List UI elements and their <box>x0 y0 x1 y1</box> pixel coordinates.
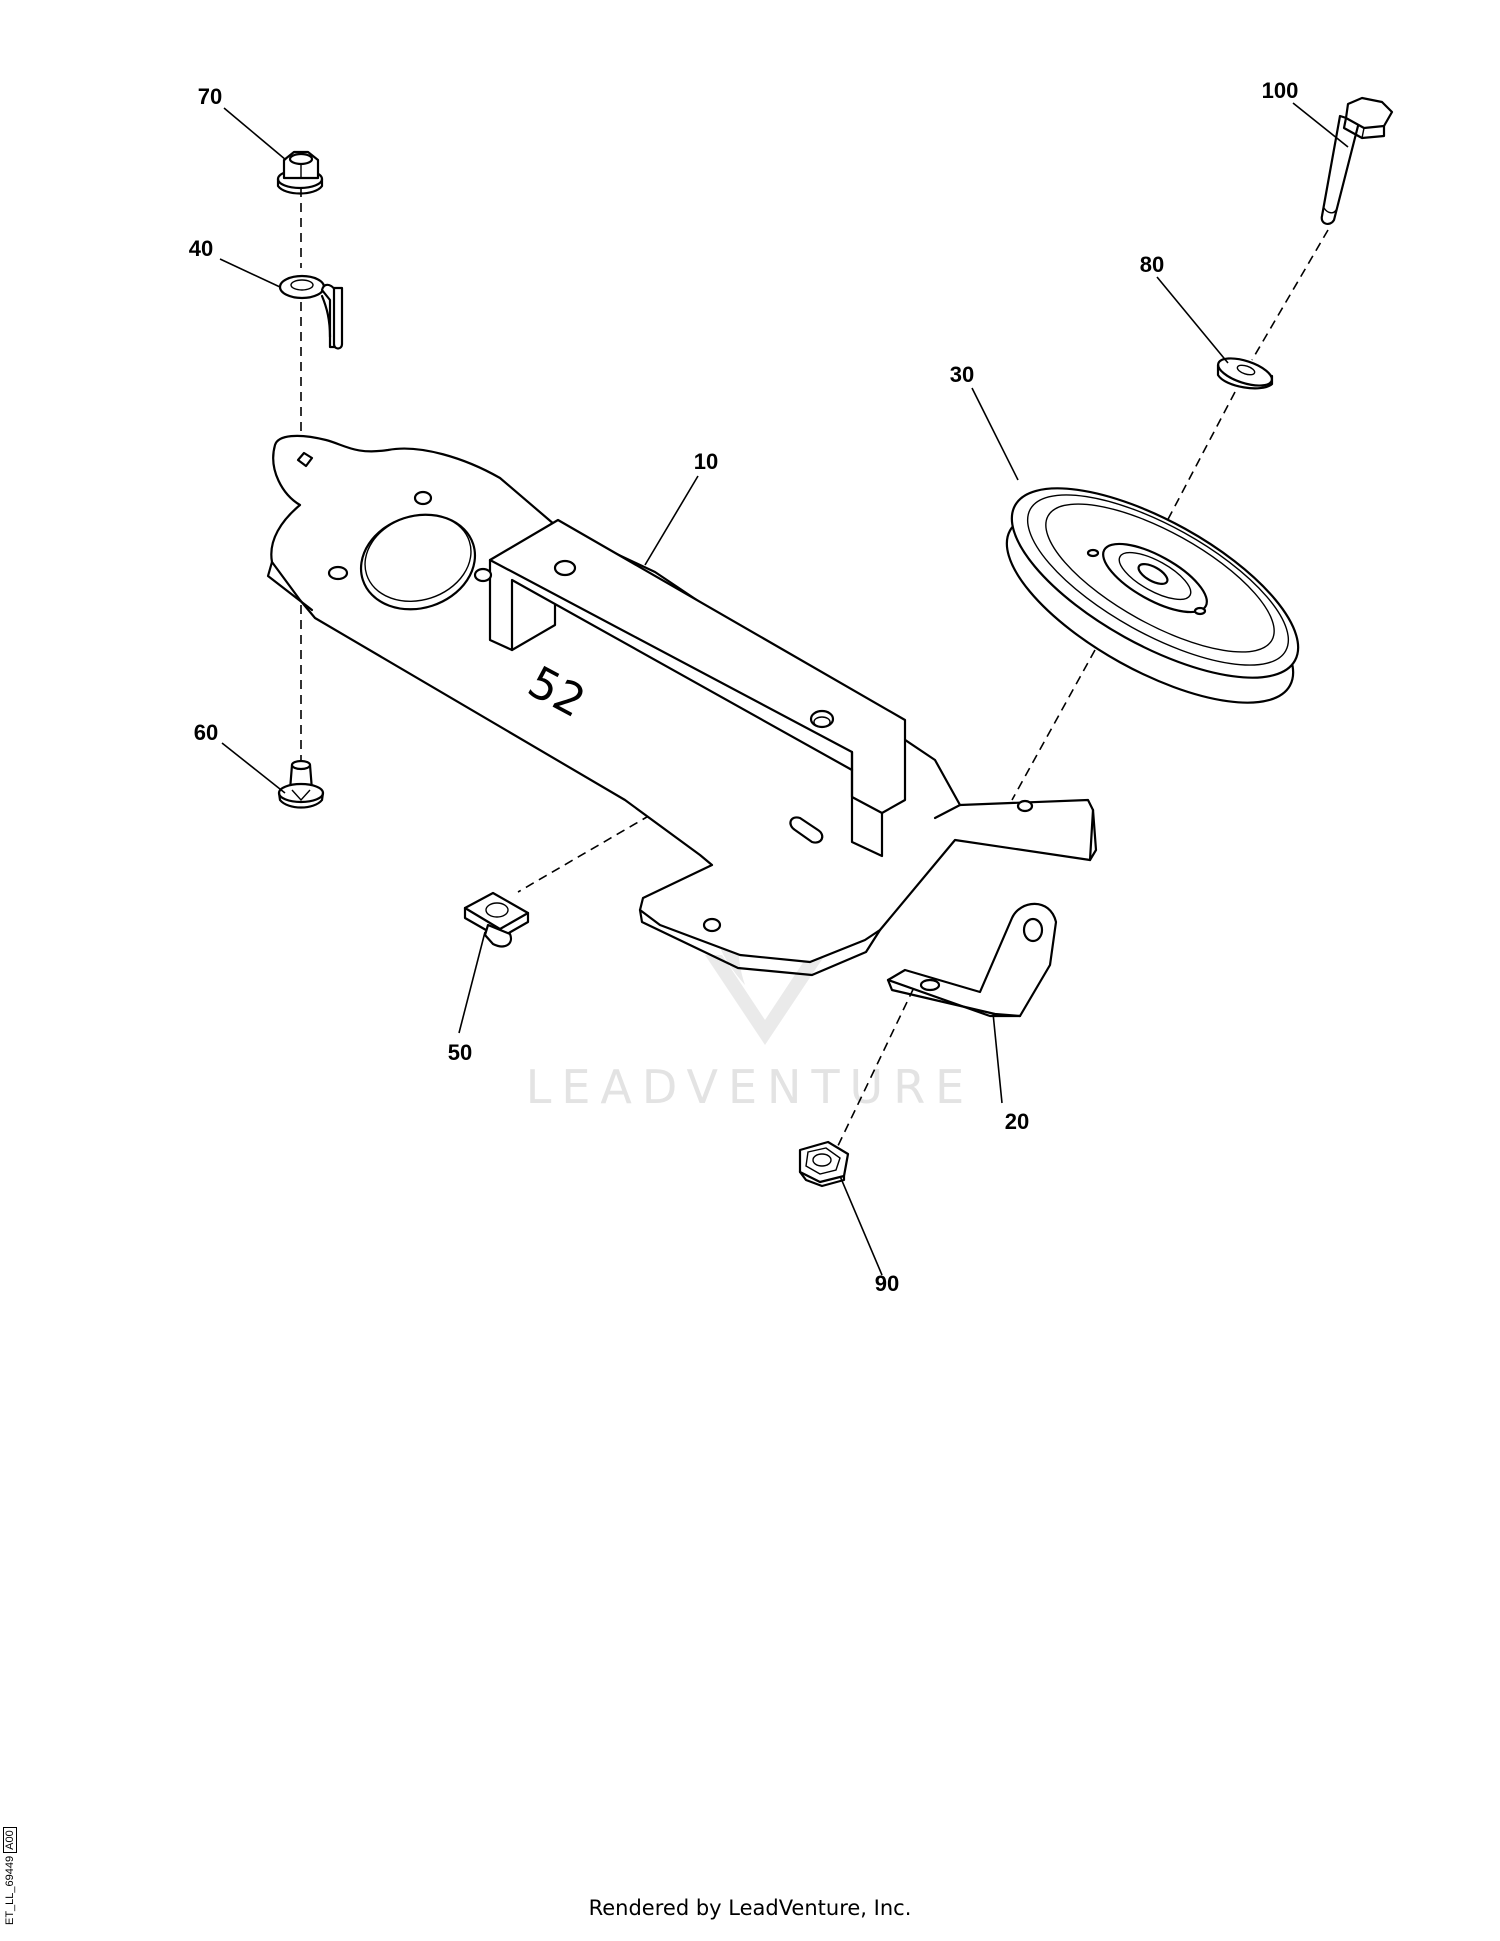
drawing-id: ET_LL_69449 A00 <box>3 1827 17 1925</box>
callout-40: 40 <box>189 236 213 261</box>
pin-part-40 <box>278 274 344 350</box>
render-credit: Rendered by LeadVenture, Inc. <box>588 1896 912 1920</box>
nut-part-90 <box>798 1140 850 1188</box>
watermark-text: LEADVENTURE <box>526 1060 975 1114</box>
callout-50: 50 <box>448 1040 472 1065</box>
drawing-revision: A00 <box>3 1827 17 1853</box>
pulley-part-30 <box>1005 487 1300 704</box>
callout-80: 80 <box>1140 252 1164 277</box>
callout-20: 20 <box>1005 1109 1029 1134</box>
callout-30: 30 <box>950 362 974 387</box>
bracket-part-10: 52 <box>266 434 1098 977</box>
clip-nut-part-50 <box>463 891 530 948</box>
callout-60: 60 <box>194 720 218 745</box>
callout-90: 90 <box>875 1271 899 1296</box>
leader-lines <box>219 102 1349 1276</box>
bolt-part-60 <box>277 759 325 809</box>
callout-70: 70 <box>198 84 222 109</box>
callout-10: 10 <box>694 449 718 474</box>
callout-100: 100 <box>1262 78 1299 103</box>
nut-part-70 <box>276 150 324 195</box>
bracket-part-20 <box>886 902 1058 1018</box>
washer-part-80 <box>1216 357 1274 390</box>
callout-labels: 70 40 60 50 10 30 80 100 20 90 <box>189 78 1299 1296</box>
drawing-code: ET_LL_69449 <box>4 1855 16 1925</box>
bolt-part-100 <box>1320 96 1394 226</box>
